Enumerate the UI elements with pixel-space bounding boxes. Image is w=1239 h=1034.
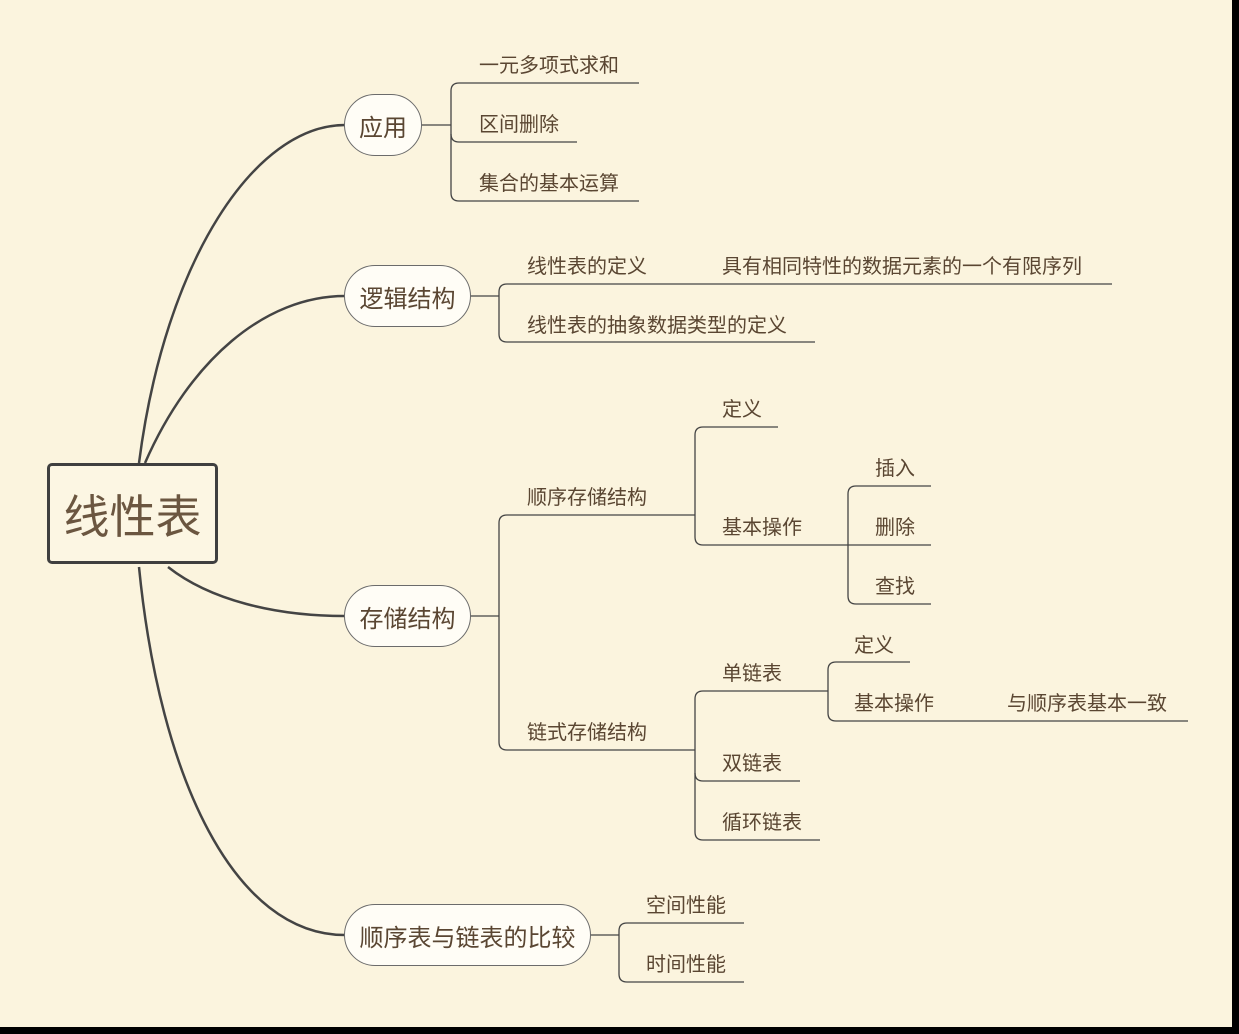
leaf-time-performance[interactable]: 时间性能 (646, 952, 726, 976)
branch-app[interactable]: 应用 (344, 94, 422, 156)
node-singly-linked-list[interactable]: 单链表 (722, 661, 782, 685)
leaf-range-delete[interactable]: 区间删除 (479, 112, 559, 136)
leaf-single-ops-detail[interactable]: 与顺序表基本一致 (1007, 691, 1167, 715)
leaf-search[interactable]: 查找 (875, 574, 915, 598)
link-root-logic (143, 294, 346, 464)
leaf-circular-linked-list[interactable]: 循环链表 (722, 810, 802, 834)
leaf-set-operations[interactable]: 集合的基本运算 (479, 171, 619, 195)
leaf-polynomial-sum[interactable]: 一元多项式求和 (479, 53, 619, 77)
link-root-compare (137, 566, 346, 937)
leaf-delete[interactable]: 删除 (875, 515, 915, 539)
node-single-basic-ops[interactable]: 基本操作 (854, 691, 934, 715)
leaf-single-definition[interactable]: 定义 (854, 633, 894, 657)
node-sequential-storage[interactable]: 顺序存储结构 (527, 485, 647, 509)
leaf-adt-definition[interactable]: 线性表的抽象数据类型的定义 (527, 313, 787, 337)
leaf-space-performance[interactable]: 空间性能 (646, 893, 726, 917)
node-linked-storage[interactable]: 链式存储结构 (527, 720, 647, 744)
link-root-storage (167, 566, 346, 618)
leaf-seq-definition[interactable]: 定义 (722, 397, 762, 421)
branch-storage[interactable]: 存储结构 (344, 585, 471, 647)
root-node[interactable]: 线性表 (47, 463, 218, 564)
leaf-insert[interactable]: 插入 (875, 456, 915, 480)
link-root-app (137, 123, 346, 464)
node-seq-basic-ops[interactable]: 基本操作 (722, 515, 802, 539)
branch-compare[interactable]: 顺序表与链表的比较 (344, 904, 591, 966)
branch-logic[interactable]: 逻辑结构 (344, 265, 471, 327)
leaf-definition-detail[interactable]: 具有相同特性的数据元素的一个有限序列 (722, 254, 1082, 278)
leaf-doubly-linked-list[interactable]: 双链表 (722, 751, 782, 775)
leaf-list-definition[interactable]: 线性表的定义 (527, 254, 647, 278)
